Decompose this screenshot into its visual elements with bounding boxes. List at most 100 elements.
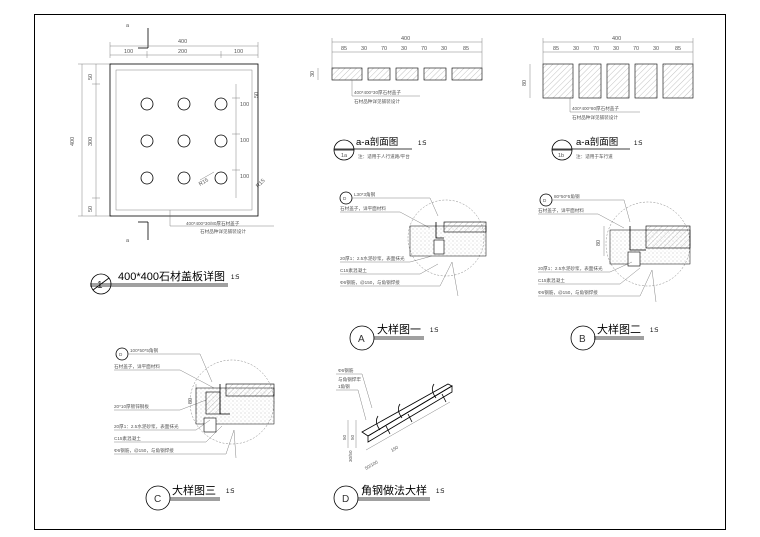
sec1b-dim-part: 85: [675, 46, 681, 52]
sec1a-dim-part: 30: [401, 46, 407, 52]
sec1b-note-3: 注：适用于车行道: [576, 153, 613, 160]
sec1b-marker: 1b: [558, 153, 564, 159]
detail-c-steel-plate: [205, 391, 221, 415]
drain-hole: [214, 171, 228, 185]
detail-c-note-angle: 100*50*5角钢: [130, 347, 158, 354]
drain-hole: [214, 97, 228, 111]
radius-label-2: R15: [255, 178, 266, 189]
detail-c-callout-marker: D: [119, 352, 123, 357]
sec1b-stone-segment: [662, 63, 694, 99]
sec1a-dim-part: 85: [341, 46, 347, 52]
detail-c-note-steel: 20*10厚镀锌钢板: [114, 403, 149, 410]
detail-b-title: 大样图二: [597, 322, 641, 336]
dim-left-small-1: 50: [88, 74, 94, 80]
detail-d-angle-flange: [361, 383, 453, 437]
detail-b-marker: B: [579, 334, 586, 345]
drain-hole: [140, 97, 154, 111]
detail-a-note-mortar: 20厚1：2.5水泥砂浆，表面抹光: [340, 255, 405, 262]
detail-b-note-concrete: C15素混凝土: [538, 277, 565, 284]
sec1b-stone-segment: [606, 63, 630, 99]
radius-label: R15: [198, 177, 210, 187]
stone-plate-inner: [115, 69, 253, 211]
drain-holes: [140, 97, 228, 185]
dim-left-inner: 300: [88, 137, 94, 146]
detail-d: Φ6钢筋 与角钢焊牢 1角钢 50 50 30/50 50/100 150 D …: [333, 367, 453, 511]
dim-top-part-1: 100: [124, 49, 133, 55]
detail-b-scale: 1:5: [650, 328, 659, 334]
drain-hole: [140, 171, 154, 185]
sec1a-stone-segment: [451, 67, 483, 81]
sec1a-dim-part: 30: [361, 46, 367, 52]
detail-d-dim-b: 50: [342, 434, 347, 440]
detail-c-note-concrete: C15素混凝土: [114, 435, 141, 442]
drain-hole: [177, 97, 191, 111]
detail-c-marker: C: [154, 494, 161, 505]
detail-1-scale: 1:5: [231, 275, 240, 281]
sec1b-note-1: 400*400*80厚石材盖子: [572, 105, 619, 112]
detail-c-note-mortar: 20厚1：2.5水泥砂浆，表面抹光: [114, 423, 179, 430]
detail-d-rebar-hook: [398, 403, 413, 423]
dim-right-2: 100: [240, 138, 249, 144]
detail-b-note-rebar: Φ6钢筋，@150，与角钢焊接: [538, 289, 598, 296]
sec1b-scale: 1:5: [634, 141, 643, 147]
dim-right-3: 100: [240, 174, 249, 180]
sec1b-dim-part: 30: [653, 46, 659, 52]
dim-top-part-3: 100: [234, 49, 243, 55]
sec1a-stone-segment: [395, 67, 419, 81]
detail-a-note-angle: L30*3角钢: [354, 191, 376, 198]
sec1a-dim-part: 85: [463, 46, 469, 52]
detail-b: D 80*50*5角钢 石材盖子，详平面材料 80 20厚1：2.5水泥砂浆，表…: [538, 193, 691, 351]
section-1b: 400 85 30 70 30 70 30 85 80 400*400*80厚石…: [522, 36, 694, 161]
detail-b-note-mortar: 20厚1：2.5水泥砂浆，表面抹光: [538, 265, 603, 272]
detail-d-rebar-hook: [376, 415, 391, 435]
detail-b-callout-marker: D: [543, 198, 547, 203]
detail-a-stone: [443, 221, 487, 233]
sec1a-marker: 1a: [341, 153, 348, 159]
detail-a: D L30*3角钢 石材盖子，详平面材料 20厚1：2.5水泥砂浆，表面抹光 C…: [339, 191, 487, 351]
sec1b-note-2: 石材品种详见铺装设计: [572, 114, 618, 121]
detail-d-marker: D: [342, 494, 349, 505]
detail-c-scale: 1:5: [226, 489, 235, 495]
detail-b-angle-steel: [629, 226, 646, 251]
sec1a-dim-part: 30: [441, 46, 447, 52]
detail-a-note-concrete: C15素混凝土: [340, 267, 367, 274]
section-1a: 400 85 30 70 30 70 30 85 30 400*400*30厚石…: [310, 36, 483, 161]
drain-hole: [140, 134, 154, 148]
detail-d-note-angle: 1角钢: [338, 383, 350, 390]
sec1b-dim-part: 30: [573, 46, 579, 52]
dim-right-1: 100: [240, 102, 249, 108]
detail-c-note-stone: 石材盖子，详平面材料: [114, 363, 160, 370]
detail-c-dim-side: 80: [188, 398, 194, 404]
sec1a-dim-part: 70: [421, 46, 427, 52]
sec1b-stone-segment: [634, 63, 658, 99]
sec1a-dim-parts: 85 30 70 30 70 30 85: [341, 46, 469, 52]
drain-hole: [214, 134, 228, 148]
detail-c-stone: [225, 383, 275, 397]
dim-left-small-2: 50: [88, 206, 94, 212]
detail-d-dim-c: 50/100: [364, 459, 379, 471]
note-cover-plate: 400*400*30/80厚石材盖子: [186, 220, 240, 227]
sec1b-dim-height: 80: [522, 80, 528, 86]
detail-a-note-rebar: Φ6钢筋，@150，与角钢焊接: [340, 279, 400, 286]
detail-d-dim-a: 150: [390, 444, 400, 452]
sec1b-title: a-a剖面图: [576, 136, 618, 148]
sec1b-dim-part: 70: [633, 46, 639, 52]
detail-a-marker-circle: [349, 325, 375, 351]
drain-hole: [177, 134, 191, 148]
detail-c-angle-steel: [219, 384, 230, 415]
sec1a-note-2: 石材品种详见铺装设计: [354, 98, 400, 105]
drawing-frame: [34, 14, 726, 530]
sec1b-dim-total: 400: [612, 36, 621, 42]
detail-a-marker: A: [358, 334, 365, 345]
sec1a-dim-total: 400: [401, 36, 410, 42]
detail-b-note-stone: 石材盖子，详平面材料: [538, 207, 584, 214]
detail-a-angle-steel: [435, 222, 444, 239]
detail-a-note-stone: 石材盖子，详平面材料: [340, 205, 386, 212]
detail-b-dim-side: 80: [596, 240, 602, 246]
sec1a-dim-height: 30: [310, 71, 316, 77]
detail-a-title: 大样图一: [377, 322, 421, 336]
sec1a-stone-segment: [367, 67, 391, 81]
detail-a-callout-marker: D: [343, 196, 347, 201]
section-mark-bottom: a: [126, 238, 130, 244]
